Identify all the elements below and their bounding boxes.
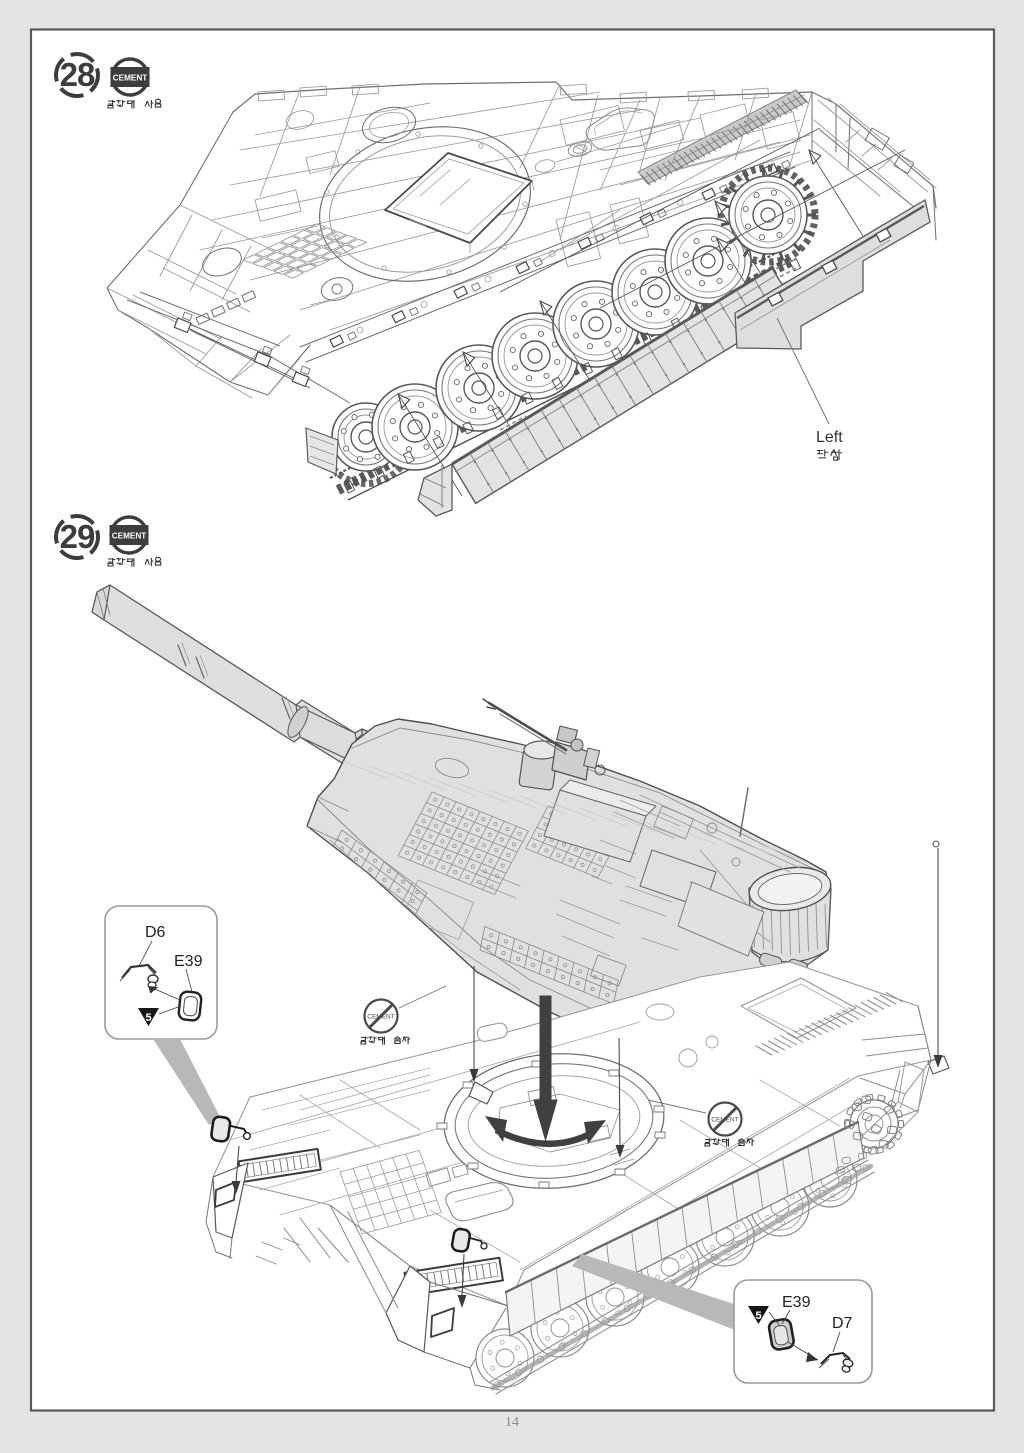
svg-text:29: 29 [60, 518, 95, 555]
svg-text:D6: D6 [145, 924, 166, 941]
svg-text:E39: E39 [782, 1294, 811, 1311]
svg-text:CEMENT: CEMENT [113, 74, 148, 83]
svg-text:28: 28 [60, 56, 95, 93]
svg-text:Left: Left [816, 429, 843, 446]
svg-text:14: 14 [505, 1415, 519, 1430]
svg-text:5: 5 [145, 1012, 151, 1024]
svg-text:5: 5 [755, 1310, 761, 1322]
svg-text:CEMENT: CEMENT [112, 532, 147, 541]
svg-text:D7: D7 [832, 1315, 853, 1332]
svg-text:E39: E39 [174, 953, 203, 970]
